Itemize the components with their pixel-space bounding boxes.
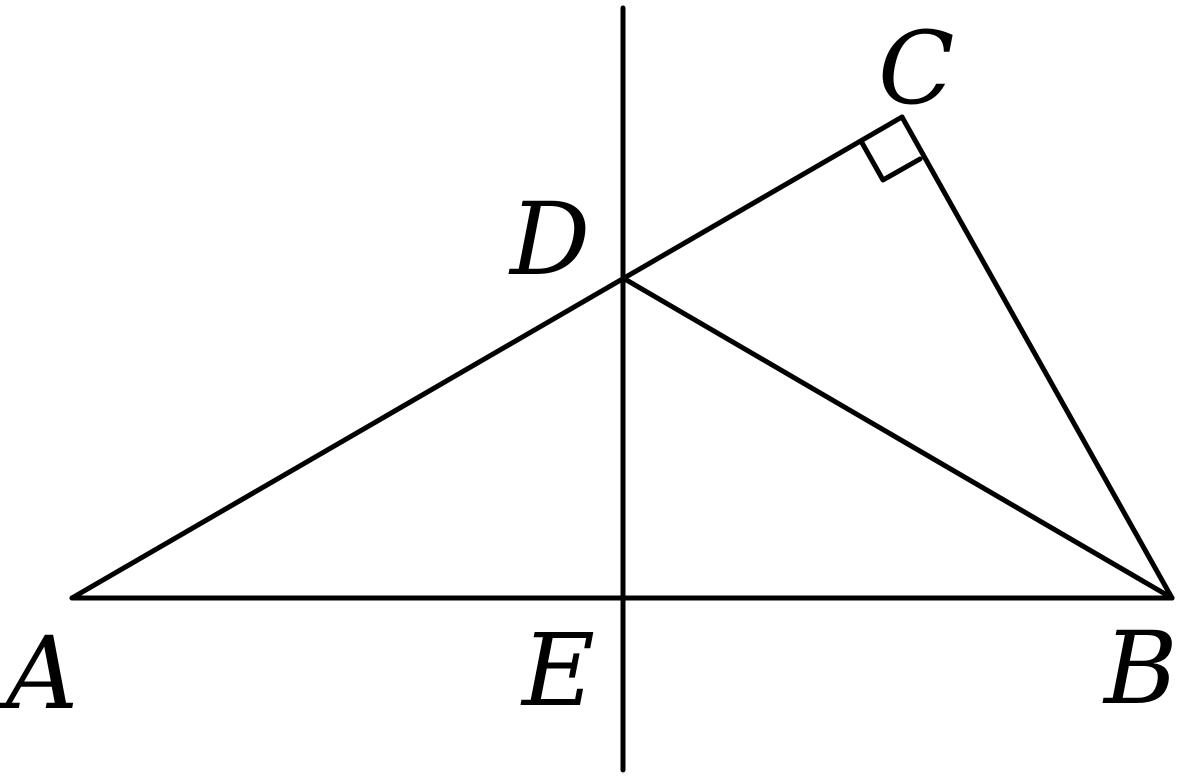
point-label-b: B [1102, 610, 1178, 727]
point-label-d: D [508, 181, 590, 298]
segment-ac [69, 114, 905, 601]
point-label-e: E [520, 612, 595, 729]
point-label-c: C [878, 10, 955, 127]
right-angle-marker-c [858, 138, 923, 183]
point-label-a: A [0, 615, 78, 732]
segment-bd [620, 275, 1175, 601]
segment-bc [899, 114, 1175, 601]
